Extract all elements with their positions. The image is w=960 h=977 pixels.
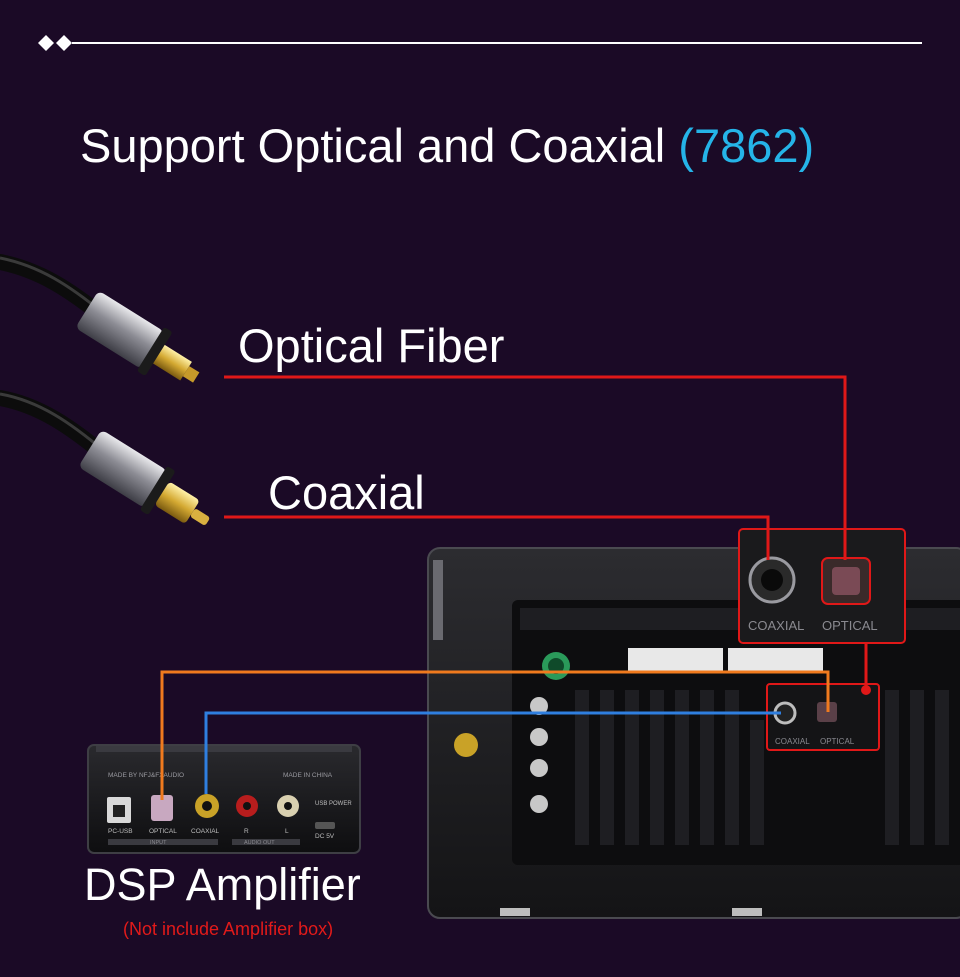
amp-usb-power: USB POWER bbox=[315, 801, 352, 807]
zoom-optical-text: OPTICAL bbox=[822, 618, 878, 633]
optical-fiber-line bbox=[224, 375, 847, 560]
zoomed-port-panel: COAXIAL OPTICAL bbox=[738, 528, 906, 644]
unit-coaxial-text: COAXIAL bbox=[775, 737, 810, 746]
zoom-coaxial-text: COAXIAL bbox=[748, 618, 804, 633]
amp-port-coaxial: COAXIAL bbox=[191, 828, 220, 835]
coaxial-label: Coaxial bbox=[268, 466, 425, 519]
unit-optical-text: OPTICAL bbox=[820, 737, 855, 746]
amp-origin-text: MADE IN CHINA bbox=[283, 772, 333, 779]
coaxial-cable-icon bbox=[0, 390, 210, 525]
dsp-amplifier-image: MADE BY NFJ&FXAUDIO MADE IN CHINA PC-USB… bbox=[87, 744, 361, 854]
amp-port-dc: DC 5V bbox=[315, 833, 335, 840]
optical-fiber-label: Optical Fiber bbox=[238, 319, 505, 372]
title-model: (7862) bbox=[678, 119, 815, 172]
amp-port-pcusb: PC-USB bbox=[108, 828, 133, 835]
amp-port-optical: OPTICAL bbox=[149, 828, 177, 835]
coaxial-line bbox=[224, 515, 770, 560]
title-main: Support Optical and Coaxial bbox=[80, 119, 666, 172]
header-divider bbox=[38, 35, 922, 51]
connection-lines bbox=[160, 375, 871, 800]
amplifier-note: (Not include Amplifier box) bbox=[123, 919, 334, 939]
amp-maker-text: MADE BY NFJ&FXAUDIO bbox=[108, 772, 184, 779]
amp-input-group: INPUT bbox=[150, 840, 167, 846]
amp-port-r: R bbox=[244, 828, 249, 835]
amp-optical-line bbox=[160, 670, 830, 800]
page-title: Support Optical and Coaxial (7862) bbox=[80, 118, 940, 174]
amp-coaxial-line bbox=[204, 711, 781, 794]
dsp-amplifier-label: DSP Amplifier bbox=[84, 859, 361, 910]
optical-cable-icon bbox=[0, 254, 200, 383]
unit-port-panel: COAXIAL OPTICAL bbox=[766, 683, 880, 751]
amp-audio-out-group: AUDIO OUT bbox=[244, 840, 275, 846]
amp-port-l: L bbox=[285, 828, 289, 835]
